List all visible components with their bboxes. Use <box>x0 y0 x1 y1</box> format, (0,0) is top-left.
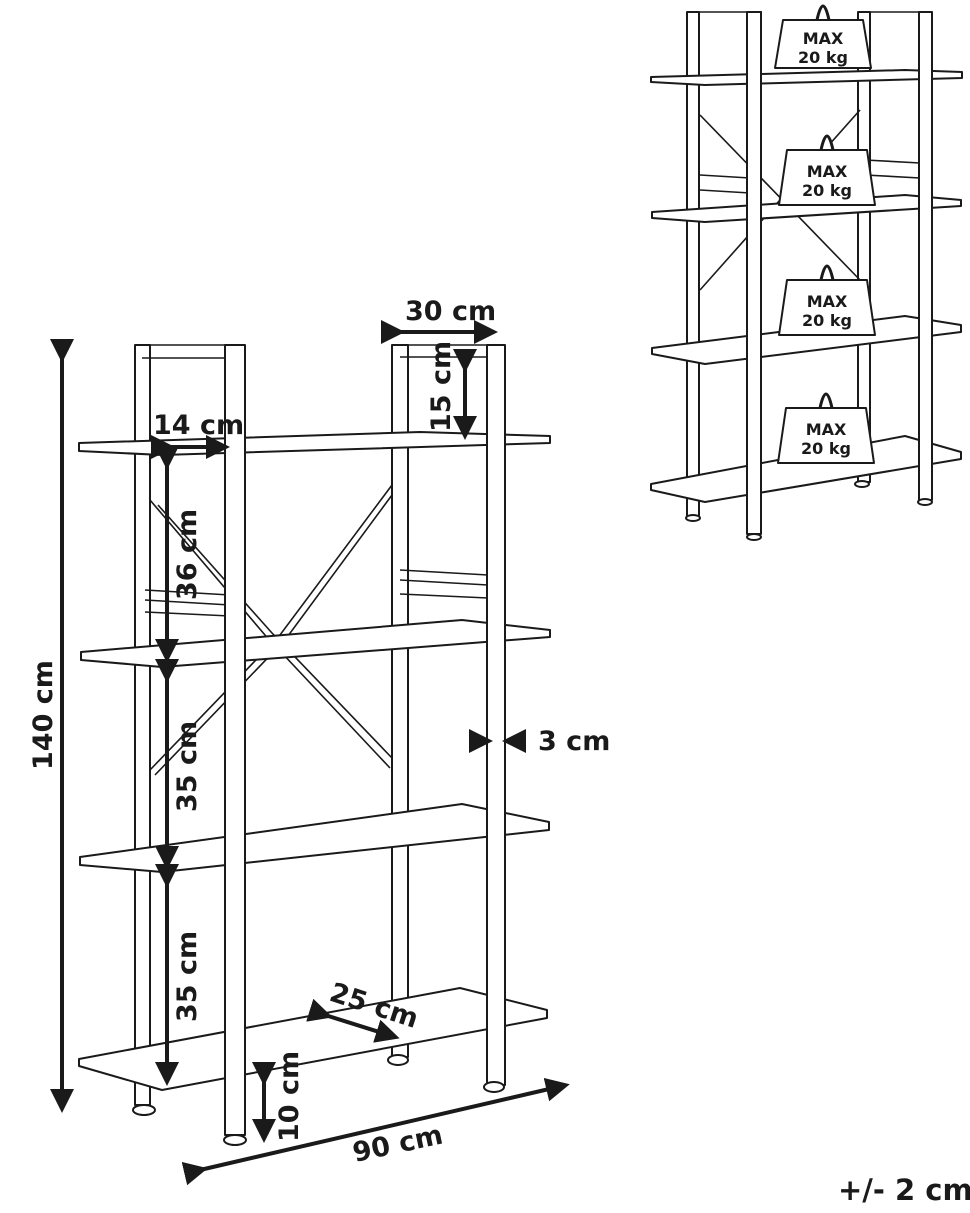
cross-brace <box>144 484 489 776</box>
load-label-weight: 20 kg <box>802 181 852 200</box>
load-label-weight: 20 kg <box>801 439 851 458</box>
load-label-max: MAX <box>807 292 848 311</box>
label-gap-1: 36 cm <box>172 509 203 600</box>
label-gap-3: 35 cm <box>172 931 203 1022</box>
right-front-post <box>486 344 506 1086</box>
weight-icon: MAX 20 kg <box>778 264 876 336</box>
load-label-weight: 20 kg <box>802 311 852 330</box>
weight-icon: MAX 20 kg <box>778 134 876 206</box>
left-back-post <box>134 344 151 1106</box>
right-back-post <box>391 344 409 1058</box>
left-front-post <box>224 344 246 1136</box>
load-label-max: MAX <box>803 29 844 48</box>
load-diagram: MAX 20 kg MAX 20 kg MAX 20 kg MAX 20 kg <box>650 4 963 541</box>
label-leg-height: 10 cm <box>274 1051 305 1142</box>
shelf-3 <box>79 803 550 873</box>
label-depth-top: 30 cm <box>405 296 496 327</box>
main-shelf-drawing <box>78 344 551 1146</box>
shelf-2 <box>80 619 551 668</box>
weight-icon: MAX 20 kg <box>777 392 875 464</box>
label-post-width: 3 cm <box>538 726 610 757</box>
label-gap-2: 35 cm <box>172 721 203 812</box>
dimension-lines <box>50 320 570 1186</box>
label-top-gap: 15 cm <box>426 341 457 432</box>
label-width: 90 cm <box>350 1120 446 1169</box>
tolerance-label: +/- 2 cm <box>838 1173 970 1207</box>
weight-icon: MAX 20 kg <box>774 4 872 69</box>
load-label-max: MAX <box>806 420 847 439</box>
load-label-weight: 20 kg <box>798 48 848 67</box>
label-shelf-overhang: 14 cm <box>153 410 244 441</box>
load-label-max: MAX <box>807 162 848 181</box>
label-height: 140 cm <box>28 660 59 770</box>
